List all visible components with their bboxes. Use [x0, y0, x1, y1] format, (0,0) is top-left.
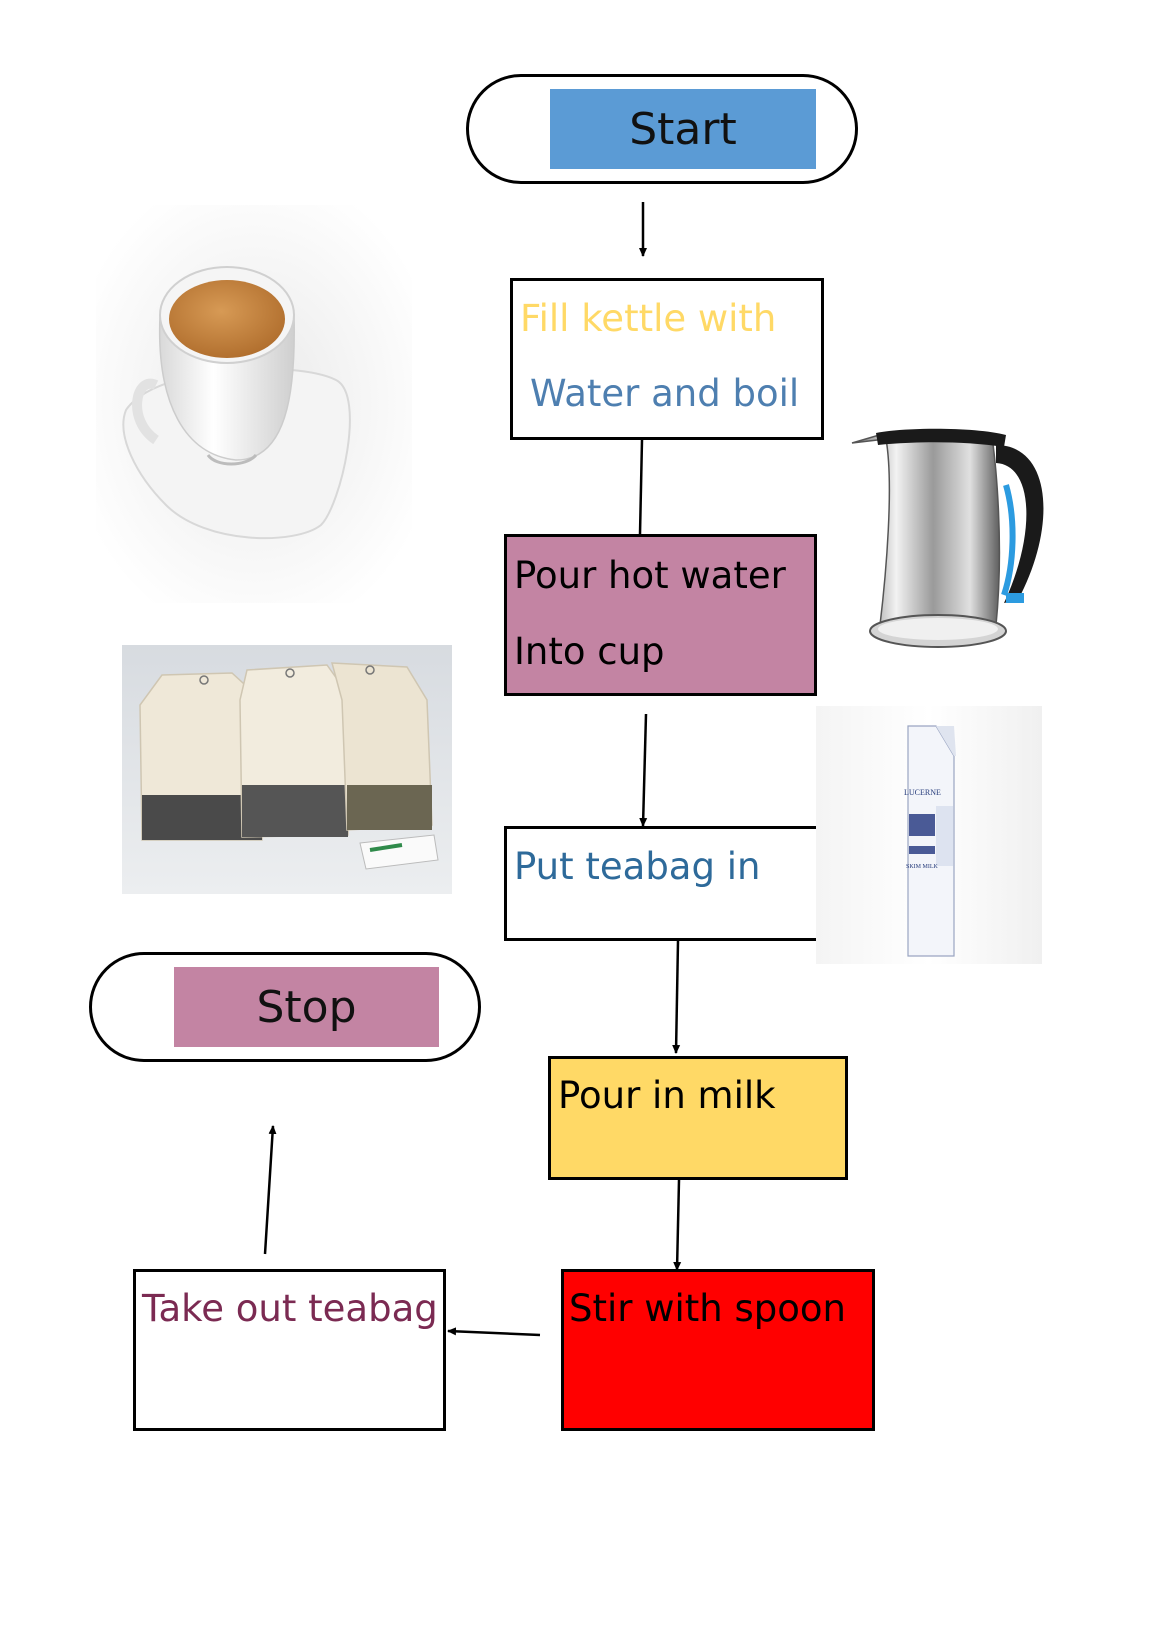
kettle-image: [846, 425, 1054, 655]
step-stir: [561, 1269, 875, 1431]
line-fill-to-pour: [638, 439, 644, 535]
arrow-milk-to-stir: [673, 1179, 682, 1271]
stir-line1: Stir with spoon: [569, 1287, 846, 1330]
start-label-box: Start: [550, 89, 816, 169]
stop-label: Stop: [256, 981, 357, 1033]
arrow-pour-to-teabag: [639, 713, 648, 827]
milk-carton-image: LUCERNE SKIM MILK: [816, 706, 1042, 964]
step-fill-kettle: [510, 278, 824, 440]
fill-kettle-line1: Fill kettle with: [520, 297, 777, 340]
start-label: Start: [629, 103, 737, 155]
step-pour-hot-water: [504, 534, 817, 696]
milk-product-label: SKIM MILK: [906, 864, 938, 870]
put-teabag-line1: Put teabag in: [514, 845, 761, 888]
tea-cup-image: [96, 205, 412, 603]
arrow-stir-to-takeout: [447, 1327, 541, 1337]
milk-brand-label: LUCERNE: [904, 788, 941, 797]
pour-hot-water-line1: Pour hot water: [514, 554, 786, 597]
teabags-image: [122, 645, 452, 894]
step-pour-milk: [548, 1056, 848, 1180]
step-take-out-teabag: [133, 1269, 446, 1431]
take-out-teabag-line1: Take out teabag: [142, 1287, 438, 1330]
pour-milk-line1: Pour in milk: [558, 1074, 776, 1117]
arrow-takeout-to-stop: [263, 1125, 277, 1255]
fill-kettle-line2: Water and boil: [530, 372, 800, 415]
pour-hot-water-line2: Into cup: [514, 630, 665, 673]
stop-label-box: Stop: [174, 967, 439, 1047]
arrow-teabag-to-milk: [672, 940, 681, 1054]
step-put-teabag: [504, 826, 816, 941]
